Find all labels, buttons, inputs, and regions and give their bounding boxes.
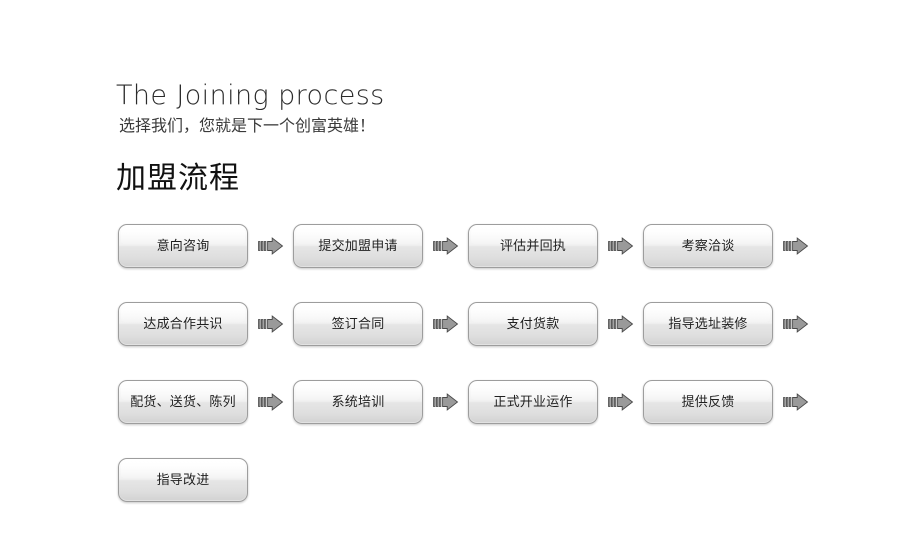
process-step-label: 支付货款	[506, 316, 560, 332]
arrow-right-icon	[248, 380, 293, 424]
process-step-label: 配货、送货、陈列	[130, 394, 236, 410]
page-title-chinese: 加盟流程	[116, 161, 240, 196]
page-title-english: The Joining process	[116, 80, 385, 111]
arrow-right-icon	[773, 302, 818, 346]
arrow-right-icon	[598, 302, 643, 346]
process-row: 意向咨询 提交加盟申请 评估并回执 考察洽谈	[118, 224, 838, 268]
process-step-button[interactable]: 正式开业运作	[468, 380, 598, 424]
page-subtitle-chinese: 选择我们，您就是下一个创富英雄！	[119, 116, 376, 135]
process-step-label: 系统培训	[331, 394, 385, 410]
process-step-button[interactable]: 配货、送货、陈列	[118, 380, 248, 424]
process-step-button[interactable]: 考察洽谈	[643, 224, 773, 268]
process-row: 达成合作共识 签订合同 支付货款 指导选址装修	[118, 302, 838, 346]
process-step-button[interactable]: 达成合作共识	[118, 302, 248, 346]
process-step-button[interactable]: 提交加盟申请	[293, 224, 423, 268]
arrow-right-icon	[423, 380, 468, 424]
process-step-button[interactable]: 指导改进	[118, 458, 248, 502]
arrow-right-icon	[423, 224, 468, 268]
process-step-button[interactable]: 系统培训	[293, 380, 423, 424]
arrow-right-icon	[773, 380, 818, 424]
process-step-label: 指导选址装修	[668, 316, 748, 332]
arrow-right-icon	[248, 224, 293, 268]
process-step-button[interactable]: 指导选址装修	[643, 302, 773, 346]
process-step-label: 提供反馈	[681, 394, 735, 410]
process-step-label: 正式开业运作	[493, 394, 573, 410]
process-step-label: 达成合作共识	[143, 316, 223, 332]
process-step-label: 指导改进	[156, 472, 210, 488]
process-step-button[interactable]: 评估并回执	[468, 224, 598, 268]
arrow-right-icon	[423, 302, 468, 346]
arrow-right-icon	[773, 224, 818, 268]
process-step-button[interactable]: 提供反馈	[643, 380, 773, 424]
process-step-label: 意向咨询	[156, 238, 210, 254]
process-step-label: 评估并回执	[499, 238, 566, 254]
arrow-right-icon	[598, 224, 643, 268]
process-flow: 意向咨询 提交加盟申请 评估并回执 考察洽谈达成合作共识 签订合同 支付货款 指导选址装修配…	[118, 224, 838, 502]
process-row: 配货、送货、陈列 系统培训 正式开业运作 提供反馈	[118, 380, 838, 424]
process-step-button[interactable]: 意向咨询	[118, 224, 248, 268]
process-step-button[interactable]: 签订合同	[293, 302, 423, 346]
arrow-right-icon	[598, 380, 643, 424]
process-step-label: 考察洽谈	[681, 238, 735, 254]
header-block: The Joining process 选择我们，您就是下一个创富英雄！ 加盟流…	[116, 80, 816, 197]
process-row: 指导改进	[118, 458, 838, 502]
arrow-right-icon	[248, 302, 293, 346]
process-step-button[interactable]: 支付货款	[468, 302, 598, 346]
process-step-label: 签订合同	[331, 316, 385, 332]
process-step-label: 提交加盟申请	[318, 238, 398, 254]
